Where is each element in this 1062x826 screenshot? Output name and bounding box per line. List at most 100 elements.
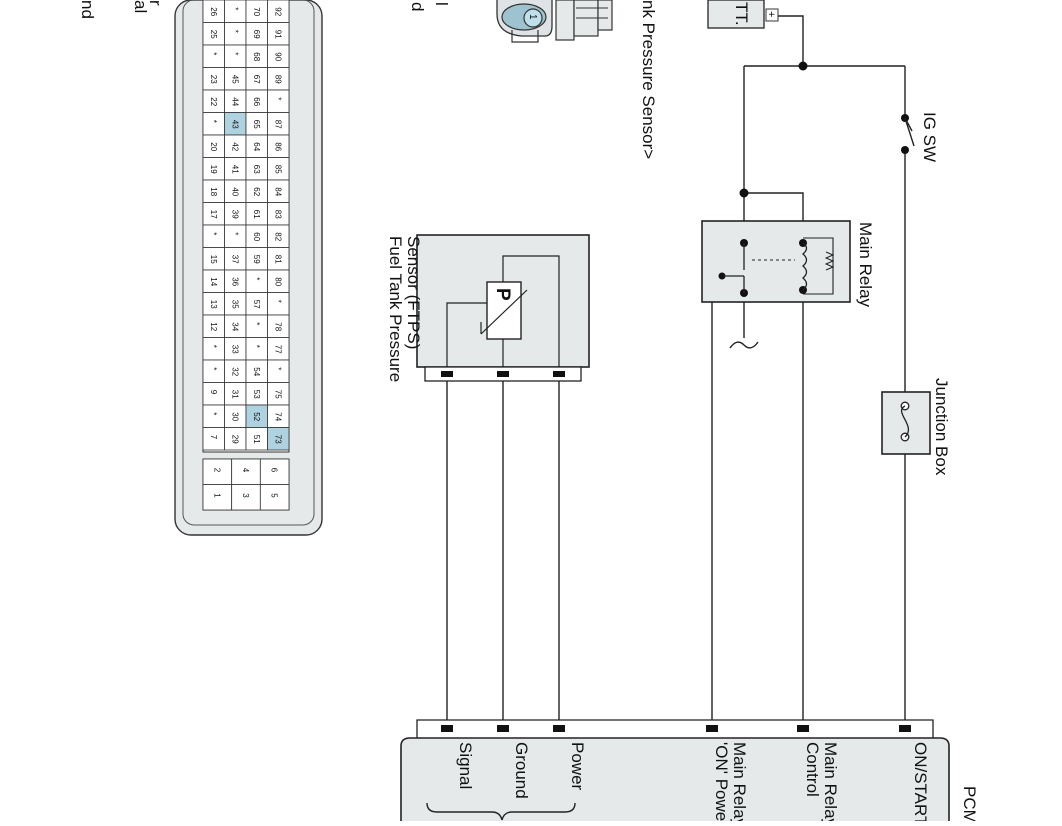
svg-text:Power: Power <box>568 742 587 791</box>
pin-unused-cell <box>267 359 290 383</box>
pin-57: 57 <box>252 300 261 309</box>
ftps-label: Fuel Tank Pressure Sensor (FTPS) <box>386 236 423 382</box>
pin-19: 19 <box>209 165 218 174</box>
aux-pin-5-cell <box>259 484 290 511</box>
aux-pin-4: 4 <box>241 468 250 473</box>
pin-41: 41 <box>230 165 239 174</box>
pin-26: 26 <box>209 7 218 16</box>
pin-9: 9 <box>209 390 218 395</box>
pin-unused: * <box>273 97 282 100</box>
pin-81: 81 <box>273 255 282 264</box>
pin-unused: * <box>209 232 218 235</box>
pin-36: 36 <box>230 277 239 286</box>
pin-29: 29 <box>230 435 239 444</box>
mid-label-fragment-2: l <box>432 2 451 6</box>
pin-unused-cell <box>224 22 247 46</box>
pin-40: 40 <box>230 187 239 196</box>
pin-18: 18 <box>209 187 218 196</box>
pin-unused: * <box>252 322 261 325</box>
pin-unused-cell <box>224 0 247 23</box>
battery-label: TT. <box>732 2 751 26</box>
pcm-terminal-main-relay-on-power: Main Relay 'ON' Power <box>712 742 749 826</box>
pin-74: 74 <box>273 412 282 421</box>
svg-text:Main Relay: Main Relay <box>730 742 749 821</box>
pin-33: 33 <box>230 345 239 354</box>
svg-text:Ground: Ground <box>512 742 531 799</box>
pcm-terminal-power: Power <box>568 742 587 791</box>
pin-87: 87 <box>273 120 282 129</box>
pin-35: 35 <box>230 300 239 309</box>
pin-unused: * <box>209 345 218 348</box>
splice-dots <box>739 61 808 198</box>
pin-44: 44 <box>230 97 239 106</box>
pin-34: 34 <box>230 322 239 331</box>
pin-grid-main: 2625*2322*20191817*15141312**9*7***45444… <box>202 0 290 451</box>
pin-70: 70 <box>252 7 261 16</box>
pin-7: 7 <box>209 435 218 440</box>
pcm-terminal-on-start: ON/START <box>911 742 930 826</box>
pin-unused-cell <box>202 404 225 428</box>
aux-pin-3-cell <box>231 484 261 511</box>
pin-unused-cell <box>245 337 268 361</box>
main-relay <box>701 220 851 303</box>
pcm <box>400 719 950 826</box>
svg-text:r: r <box>146 0 165 6</box>
pin-unused-cell <box>202 359 225 383</box>
pin-91: 91 <box>273 30 282 39</box>
pin-14: 14 <box>209 277 218 286</box>
pin-unused-cell <box>245 269 268 293</box>
pin-73: 73 <box>273 435 282 444</box>
pin-unused: * <box>230 232 239 235</box>
battery-plus-sign: + <box>765 11 777 17</box>
svg-text:Signal: Signal <box>456 742 475 789</box>
aux-pin-1: 1 <box>212 493 221 498</box>
pin-20: 20 <box>209 142 218 151</box>
pin-92: 92 <box>273 7 282 16</box>
sensor-group-brace <box>426 802 576 821</box>
aux-pin-2-cell <box>202 458 233 485</box>
svg-text:ON/START: ON/START <box>911 742 930 821</box>
pin-73-cell <box>267 427 290 451</box>
pin-39: 39 <box>230 210 239 219</box>
main-relay-label: Main Relay <box>856 222 875 308</box>
ig-switch <box>901 114 915 154</box>
pin-23: 23 <box>209 75 218 84</box>
pin-67: 67 <box>252 75 261 84</box>
pin-60: 60 <box>252 232 261 241</box>
pin-84: 84 <box>273 187 282 196</box>
pin-unused: * <box>273 367 282 370</box>
mid-label-fragment: d <box>408 2 427 11</box>
pin-unused: * <box>252 277 261 280</box>
pin-78: 78 <box>273 322 282 331</box>
pin-85: 85 <box>273 165 282 174</box>
pin-80: 80 <box>273 277 282 286</box>
aux-pin-3: 3 <box>241 493 250 498</box>
ig-switch-label: IG SW <box>920 112 939 162</box>
pin-unused-cell <box>202 337 225 361</box>
pressure-symbol: P <box>492 288 513 301</box>
aux-pin-6: 6 <box>270 468 279 473</box>
fuel-tank-pressure-sensor: P <box>416 234 590 382</box>
pin-75: 75 <box>273 390 282 399</box>
pin-30: 30 <box>230 412 239 421</box>
pin-unused: * <box>209 52 218 55</box>
pcm-connector-pinout: 2625*2322*20191817*15141312**9*7***45444… <box>174 0 323 536</box>
connector-pin-label: 1 <box>527 14 538 20</box>
aux-pin-1-cell <box>202 484 233 511</box>
pin-45: 45 <box>230 75 239 84</box>
pin-13: 13 <box>209 300 218 309</box>
junction-box-fuse <box>881 391 931 455</box>
pin-64: 64 <box>252 142 261 151</box>
pin-86: 86 <box>273 142 282 151</box>
aux-pin-4-cell <box>231 458 261 485</box>
pin-83: 83 <box>273 210 282 219</box>
pin-unused-cell <box>202 224 225 248</box>
pin-31: 31 <box>230 390 239 399</box>
pin-62: 62 <box>252 187 261 196</box>
svg-text:Fuel Tank Pressure: Fuel Tank Pressure <box>386 236 405 382</box>
pin-59: 59 <box>252 255 261 264</box>
pin-77: 77 <box>273 345 282 354</box>
